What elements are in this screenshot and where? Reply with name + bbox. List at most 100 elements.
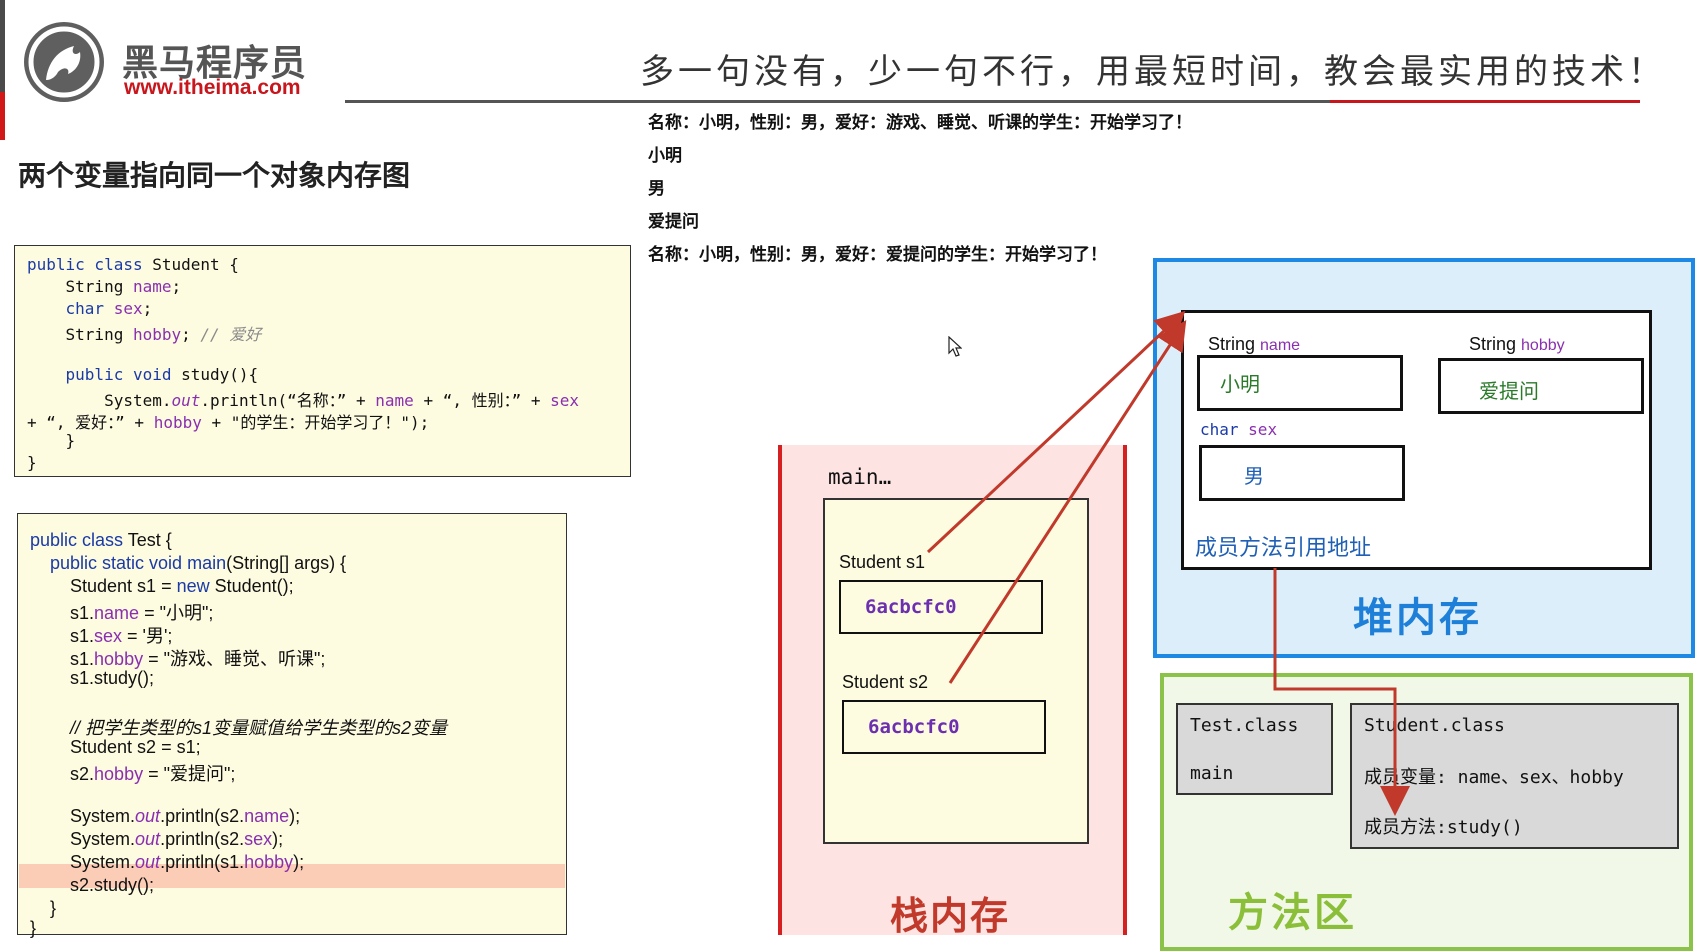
sex-field-label: char sex bbox=[1200, 420, 1278, 439]
student-class-methods: 成员方法:study() bbox=[1364, 817, 1523, 838]
code-text: .println(s1. bbox=[160, 852, 245, 872]
main-stack-frame bbox=[823, 498, 1089, 844]
code-text: + "的学生：开始学习了！"); bbox=[201, 413, 430, 432]
code-field: out bbox=[135, 852, 161, 872]
code-keyword: public class bbox=[27, 255, 153, 274]
code-text: ; bbox=[142, 299, 153, 318]
object-methods-section bbox=[1181, 515, 1652, 570]
methods-to-class-arrow bbox=[1273, 568, 1410, 816]
s2-address: 6acbcfc0 bbox=[868, 716, 960, 738]
s2-address-box: 6acbcfc0 bbox=[842, 700, 1046, 754]
method-area-title: 方法区 bbox=[1228, 890, 1357, 936]
s1-to-object-arrow bbox=[926, 310, 1186, 554]
s2-to-object-arrow bbox=[948, 319, 1187, 684]
left-accent-bar-red bbox=[0, 92, 5, 140]
code-text: System. bbox=[30, 852, 136, 872]
code-keyword: public static void bbox=[30, 553, 188, 573]
name-field-label: String name bbox=[1208, 334, 1301, 354]
console-line: 爱提问 bbox=[648, 212, 699, 232]
code-text: ); bbox=[293, 852, 305, 872]
heap-memory-title: 堆内存 bbox=[1353, 595, 1482, 641]
code-text: s1. bbox=[30, 649, 95, 669]
hobby-field-label: String hobby bbox=[1469, 334, 1565, 354]
mouse-cursor-icon bbox=[948, 336, 962, 357]
code-text: ; bbox=[181, 325, 201, 344]
code-field: hobby bbox=[153, 413, 202, 432]
code-text: System. bbox=[27, 391, 172, 410]
console-line: 名称：小明，性别：男，爱好：游戏、睡觉、听课的学生：开始学习了！ bbox=[648, 113, 1192, 133]
student-class-box: Student.class 成员变量: name、sex、hobby 成员方法:… bbox=[1350, 703, 1679, 849]
name-value: 小明 bbox=[1220, 372, 1260, 396]
student-class-name: Student.class bbox=[1364, 715, 1505, 736]
code-text: (String[] args) { bbox=[226, 553, 347, 573]
student-class-code: public class Student { String name; char… bbox=[14, 245, 631, 477]
hobby-field-box: 爱提问 bbox=[1438, 358, 1644, 414]
code-text: .println(“名称：” + bbox=[200, 391, 376, 410]
code-keyword: main bbox=[187, 553, 227, 573]
code-keyword: new bbox=[176, 576, 210, 596]
console-line: 名称：小明，性别：男，爱好：爱提问的学生：开始学习了！ bbox=[648, 245, 1107, 265]
code-field: name bbox=[244, 806, 290, 826]
code-field: sex bbox=[550, 391, 580, 410]
s1-address: 6acbcfc0 bbox=[865, 596, 957, 618]
code-field: sex bbox=[113, 299, 143, 318]
reference-arrows bbox=[926, 310, 1410, 816]
code-text: Student s2 = s1; bbox=[30, 737, 201, 757]
code-field: name bbox=[132, 277, 172, 296]
methods-reference-label: 成员方法引用地址 bbox=[1195, 536, 1372, 561]
logo-url: www.itheima.com bbox=[124, 76, 301, 99]
code-field: sex bbox=[244, 829, 273, 849]
code-text: s2. bbox=[30, 764, 95, 784]
current-line-highlight bbox=[19, 864, 565, 888]
header-divider-accent bbox=[1330, 100, 1640, 103]
code-text: String bbox=[27, 277, 133, 296]
code-keyword: public class bbox=[30, 530, 128, 550]
code-comment: // 把学生类型的s1变量赋值给学生类型的s2变量 bbox=[30, 718, 448, 738]
student-class-fields: 成员变量: name、sex、hobby bbox=[1364, 767, 1624, 788]
test-class-code: public class Test { public static void m… bbox=[17, 513, 567, 938]
code-field: out bbox=[135, 829, 161, 849]
code-text: .println(s2. bbox=[160, 829, 245, 849]
code-text: .println(s2. bbox=[160, 806, 245, 826]
code-comment: // 爱好 bbox=[200, 325, 262, 344]
code-text: System. bbox=[30, 829, 136, 849]
left-accent-bar bbox=[0, 0, 5, 92]
code-keyword: public void bbox=[27, 365, 182, 384]
page-title: 两个变量指向同一个对象内存图 bbox=[18, 159, 411, 192]
code-field: sex bbox=[94, 626, 123, 646]
code-field: out bbox=[171, 391, 201, 410]
code-text: s1. bbox=[30, 603, 95, 623]
code-field: out bbox=[135, 806, 161, 826]
code-field: hobby bbox=[94, 764, 144, 784]
code-text: Student s1 = bbox=[30, 576, 177, 596]
test-class-box: Test.class main bbox=[1176, 703, 1333, 795]
name-field-box: 小明 bbox=[1197, 355, 1403, 411]
code-text: ); bbox=[289, 806, 301, 826]
code-field: name bbox=[375, 391, 414, 410]
code-text: + “, 性别：” + bbox=[413, 391, 551, 410]
code-text: s1.study(); bbox=[30, 668, 155, 688]
s2-variable-label: Student s2 bbox=[842, 672, 929, 692]
code-text: Test { bbox=[127, 530, 172, 550]
code-text: s2.study(); bbox=[30, 875, 155, 895]
code-keyword: char bbox=[27, 299, 114, 318]
code-text: study(){ bbox=[181, 365, 259, 384]
code-text: = "爱提问"; bbox=[143, 764, 236, 784]
slogan: 多一句没有，少一句不行，用最短时间，教会最实用的技术！ bbox=[640, 52, 1666, 92]
logo-horse-icon bbox=[24, 22, 104, 102]
logo-text: 黑马程序员 bbox=[122, 43, 308, 84]
console-line: 小明 bbox=[648, 146, 682, 166]
hobby-value: 爱提问 bbox=[1479, 379, 1539, 403]
sex-value: 男 bbox=[1244, 464, 1264, 488]
code-text: s1. bbox=[30, 626, 95, 646]
code-field: hobby bbox=[132, 325, 182, 344]
header-divider bbox=[345, 100, 1330, 103]
test-class-name: Test.class bbox=[1190, 715, 1299, 736]
console-line: 男 bbox=[648, 179, 665, 199]
test-class-main: main bbox=[1190, 763, 1234, 784]
main-frame-label: main… bbox=[828, 465, 892, 489]
sex-field-box: 男 bbox=[1199, 445, 1405, 501]
code-field: hobby bbox=[94, 649, 144, 669]
code-text: Student { bbox=[152, 255, 239, 274]
code-text: } bbox=[30, 898, 57, 918]
